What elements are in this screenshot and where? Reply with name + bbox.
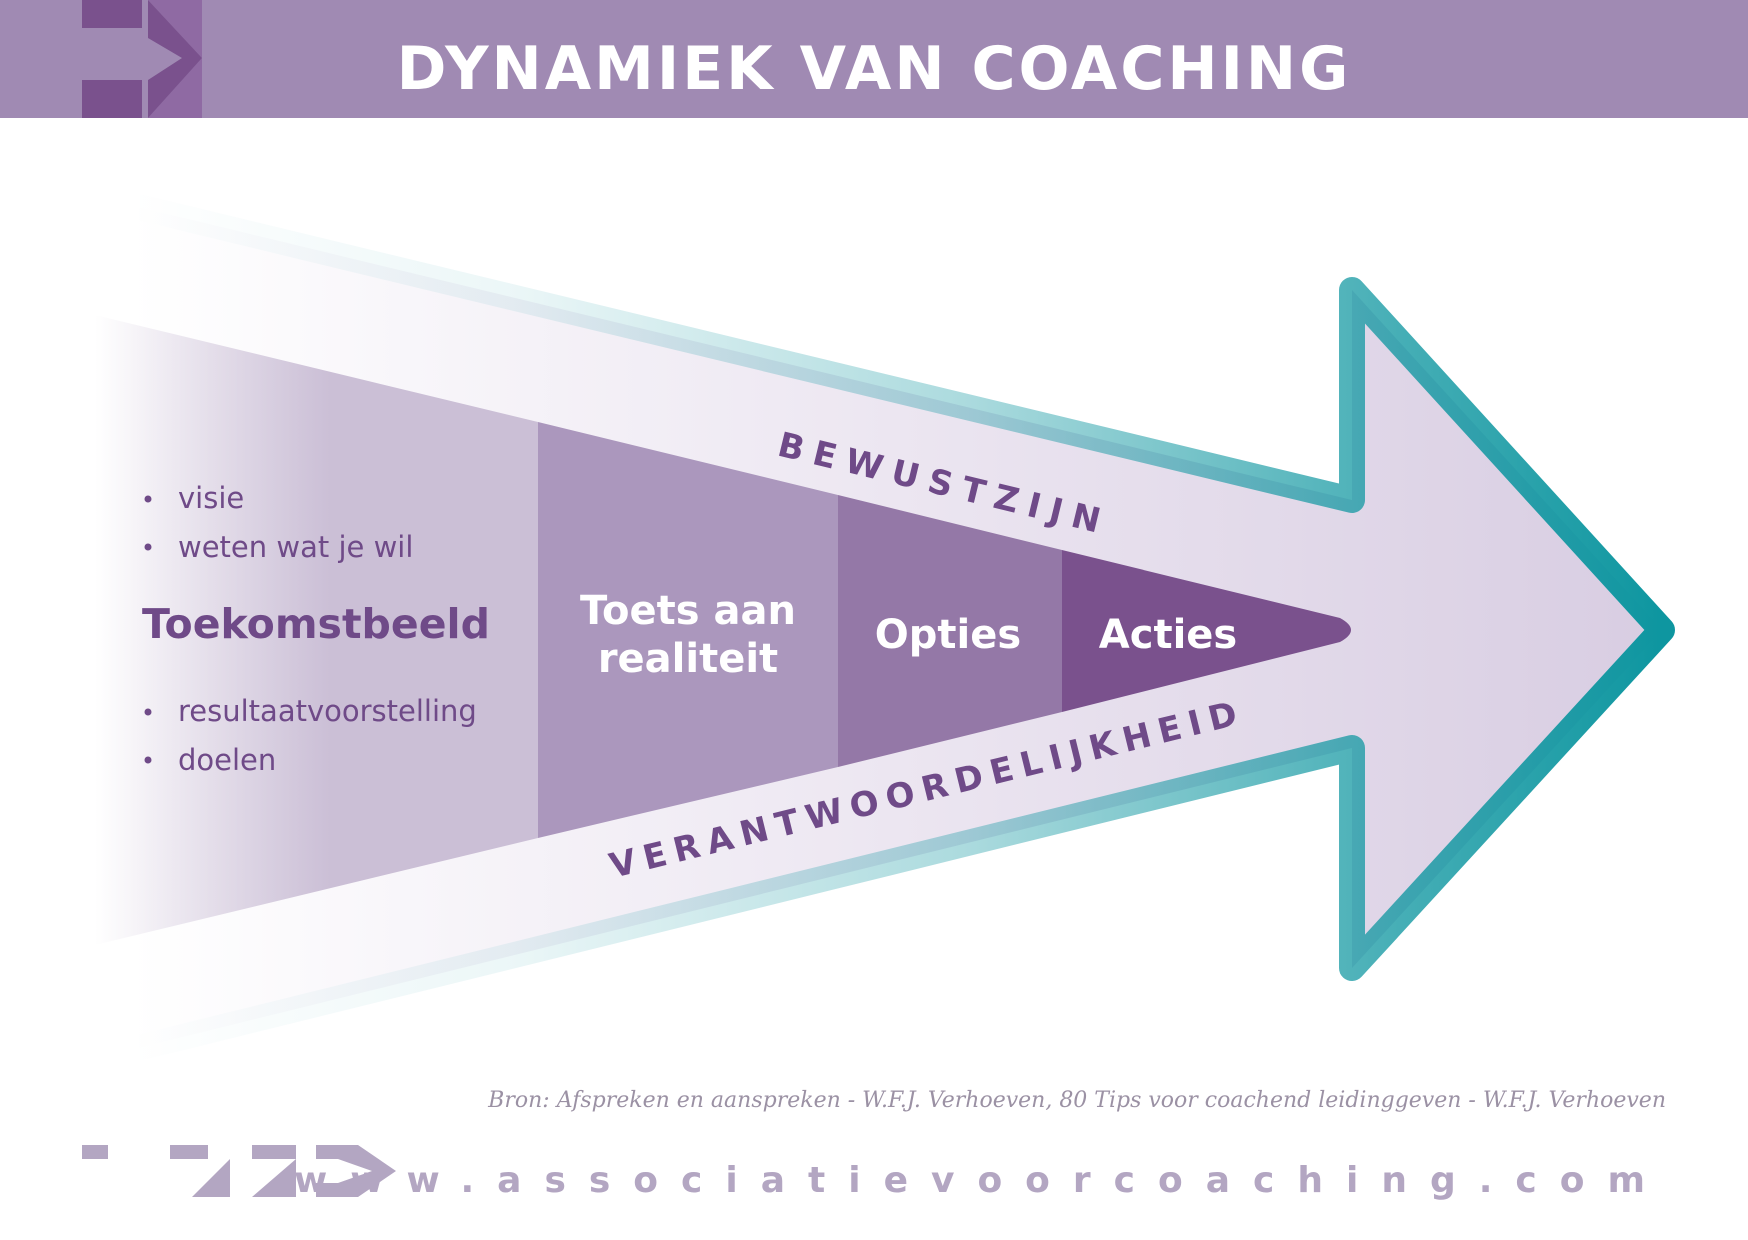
stage-label-toekomstbeeld: Toekomstbeeld xyxy=(142,600,490,648)
stage-opties xyxy=(838,495,1062,767)
bullet-weten-wat-je-wil: weten wat je wil xyxy=(178,530,413,564)
stage-toets-aan-realiteit xyxy=(538,422,838,838)
source-label: Bron: xyxy=(488,1088,550,1113)
source-citation: Bron: Afspreken en aanspreken - W.F.J. V… xyxy=(488,1088,1666,1113)
stage-acties xyxy=(1062,550,1351,712)
bullet-doelen: doelen xyxy=(178,743,276,777)
stage-label-acties: Acties xyxy=(1099,612,1237,658)
stage-label-realiteit: realiteit xyxy=(598,636,778,682)
header-bar: DYNAMIEK VAN COACHING xyxy=(0,0,1748,118)
associatie-logo-icon xyxy=(82,1145,396,1197)
arrow-block-icon xyxy=(82,0,202,118)
bullet-visie: visie xyxy=(178,481,244,515)
page-title: DYNAMIEK VAN COACHING xyxy=(396,34,1352,104)
coaching-dynamics-diagram: visie weten wat je wil Toekomstbeeld res… xyxy=(95,192,1675,1063)
stage-label-toets-aan: Toets aan xyxy=(580,588,796,634)
bullet-resultaatvoorstelling: resultaatvoorstelling xyxy=(178,694,477,728)
website-url: www.associatievoorcoaching.com xyxy=(294,1160,1668,1201)
source-text: Afspreken en aanspreken - W.F.J. Verhoev… xyxy=(556,1088,1666,1113)
stage1-bullets-bottom: resultaatvoorstelling doelen xyxy=(144,694,477,777)
stage-toekomstbeeld xyxy=(95,315,538,945)
stage-label-opties: Opties xyxy=(875,612,1021,658)
stage1-bullets-top: visie weten wat je wil xyxy=(144,481,413,564)
